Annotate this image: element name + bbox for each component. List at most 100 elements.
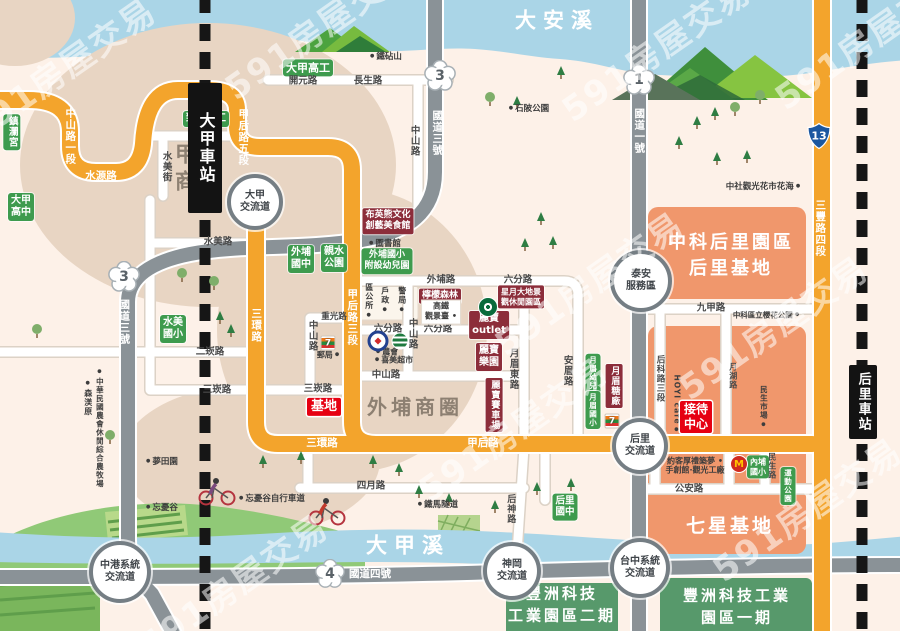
yuemei-east-rd: 月眉東路 (507, 348, 519, 390)
watermark-text: 591房屋交易 (706, 431, 900, 591)
hw3-badge-mid-num: 3 (119, 269, 129, 285)
hw3-badge-top-icon: 3 (424, 59, 456, 92)
himei-supermarket-logo-icon (391, 332, 409, 350)
watermark-text: 591房屋交易 (0, 0, 164, 151)
hoyi-cafe: HOYI cafe (672, 374, 681, 433)
changsheng-rd: 長生路 (353, 75, 383, 87)
post-office: 郵局 (317, 350, 339, 359)
dajia-river: 大甲溪 (366, 533, 450, 558)
orange-roads (0, 0, 832, 631)
qixing-site-zone: 七星基地 (685, 515, 775, 538)
daan-river-water (0, 0, 900, 78)
erkan-rd: 二崁路 (195, 346, 225, 358)
yuemei-kindergarten: 月眉幼兒園 (585, 353, 601, 401)
gongan-rd: 公安路 (674, 483, 704, 495)
fengzhou-tech-phase1: 豐洲科技工業 園區一期 (682, 586, 792, 626)
jiahou-rd-sec3: 甲后路三段 (346, 288, 359, 346)
zhonggang-system-interchange: 中港系統 交流道 (89, 541, 151, 603)
hw1-badge-icon: 1 (623, 63, 655, 96)
chongguang-rd: 重光路 (321, 311, 347, 322)
sanhuan-rd-vertical: 三環路 (250, 307, 263, 343)
houli-interchange: 后里 交流道 (612, 418, 668, 474)
dajia-senior-high: 大甲 高中 (8, 193, 34, 221)
jiahou-rd: 甲后路 (467, 436, 499, 449)
yuemei-sugar-factory: 月眉糖廠 (605, 364, 623, 408)
lihpao-land: 麗寶 樂園 (476, 343, 502, 371)
sankan-rd-a: 三崁路 (202, 384, 232, 396)
farmers-association-logo-icon (367, 330, 389, 352)
cyclist-b (308, 498, 346, 526)
shuiyuan-rd: 水源路 (85, 169, 117, 182)
kaiyuan-rd: 開元路 (288, 75, 318, 87)
site-label: 基地 (306, 397, 342, 417)
sankan-rd-b: 三崁路 (303, 383, 333, 395)
taian-service-area: 泰安 服務區 (610, 250, 672, 312)
dajia-station: 大甲車站 (188, 83, 222, 213)
hw13-badge-icon: 13 (807, 122, 831, 150)
anmei-rd: 安眉路 (561, 355, 573, 387)
hw1-label: 國道一號 (633, 108, 646, 154)
shengang-interchange: 神岡 交流道 (483, 542, 541, 600)
yuemei-elementary: 月眉國小 (585, 391, 601, 429)
sakura-park: 中科區立櫻花公園 (733, 311, 799, 321)
hw13-badge-num: 13 (811, 129, 827, 143)
csmc-houli-zone-area (648, 207, 806, 299)
zhongshan-rd-a: 中山路 (306, 320, 318, 352)
wangyou-valley-bikeway: 忘憂谷自行車道 (239, 494, 305, 504)
wangyou-valley: 忘憂谷 (146, 503, 178, 513)
library: 圖書館 (369, 239, 401, 249)
waipu-elementary: 外埔國小 附設幼兒園 (361, 248, 413, 274)
seven-eleven-b-icon: 7 (604, 413, 620, 429)
jiujia-rd: 九甲路 (696, 302, 726, 314)
hw3-label-top: 國道三號 (431, 110, 444, 156)
hw3-badge-mid-icon: 3 (108, 260, 140, 293)
household-registration: 戶政 (380, 287, 390, 314)
qinshui-park: 親水 公園 (321, 244, 347, 272)
houshen-rd: 后神路 (505, 494, 516, 524)
liufen-rd-b: 六分路 (373, 323, 403, 335)
mountains-top-center (295, 26, 390, 52)
siyue-rd: 四月路 (356, 480, 386, 492)
neipu-elementary: 內埔 國小 (747, 455, 769, 479)
hw3-badge-top-num: 3 (435, 68, 445, 84)
zhongshan-rd-west: 中山路 (408, 125, 420, 157)
starbucks-icon (478, 297, 498, 317)
reception-center: 接待 中心 (679, 401, 713, 433)
cyclist-a (198, 478, 236, 506)
fengzhou-tech-phase2: 豐洲科技 工業園區二期 (507, 584, 617, 624)
hw1-badge-num: 1 (634, 72, 644, 88)
minsheng-market: 民生市場 (759, 386, 768, 429)
taichung-system-interchange: 台中系統 交流道 (610, 538, 670, 598)
watermark-text: 591房屋交易 (132, 507, 336, 631)
buyingxiong-culture-restaurant: 布英熊文化 創藝美食館 (362, 208, 414, 234)
zhongshe-flower-market: 中社觀光花市花海 (726, 182, 800, 192)
dajia-vocational: 大甲高工 (283, 59, 333, 77)
waipu-shopping-area: 外埔商圈 (367, 395, 463, 419)
star-moon-leisure-park: 星月大地景 觀休閒園區 (498, 285, 544, 309)
himei-supermarket: 喜美超市 (375, 355, 413, 364)
shuimei-st: 水美街 (160, 151, 172, 183)
hw4-badge-icon: 4 (315, 558, 345, 589)
yueke-gift-factory: 約客厚禮築夢 • 手創館·觀光工廠 (665, 456, 725, 475)
dajia-interchange: 大甲 交流道 (227, 174, 283, 230)
zhongshan-rd-b: 中山路 (406, 318, 418, 350)
sanfeng-rd-sec4: 三豐路四段 (814, 199, 827, 257)
senmeiyuan-camp: 森渼原 (83, 380, 93, 416)
police-station: 警局 (397, 287, 407, 314)
watermark-text: 591房屋交易 (768, 0, 900, 119)
sanhuan-rd: 三環路 (306, 436, 338, 449)
fengzhou-phase1-area (660, 578, 812, 631)
seven-eleven-a-icon: 7 (320, 335, 336, 351)
zhenlan-temple: 鎮瀾宮 (3, 114, 21, 150)
sports-park: 運動公園 (780, 467, 796, 505)
hw3-label-mid: 國道三號 (118, 299, 131, 345)
csmc-houli-park-zone: 中科后里園區 后里基地 (668, 231, 794, 279)
houli-junior-high: 后里 國中 (552, 493, 578, 521)
hw4-badge-num: 4 (325, 566, 335, 582)
houke-rd-sec3: 后科路三段 (655, 355, 666, 403)
hsr-viewpoint: 高鐵 觀景臺 • (421, 299, 461, 325)
